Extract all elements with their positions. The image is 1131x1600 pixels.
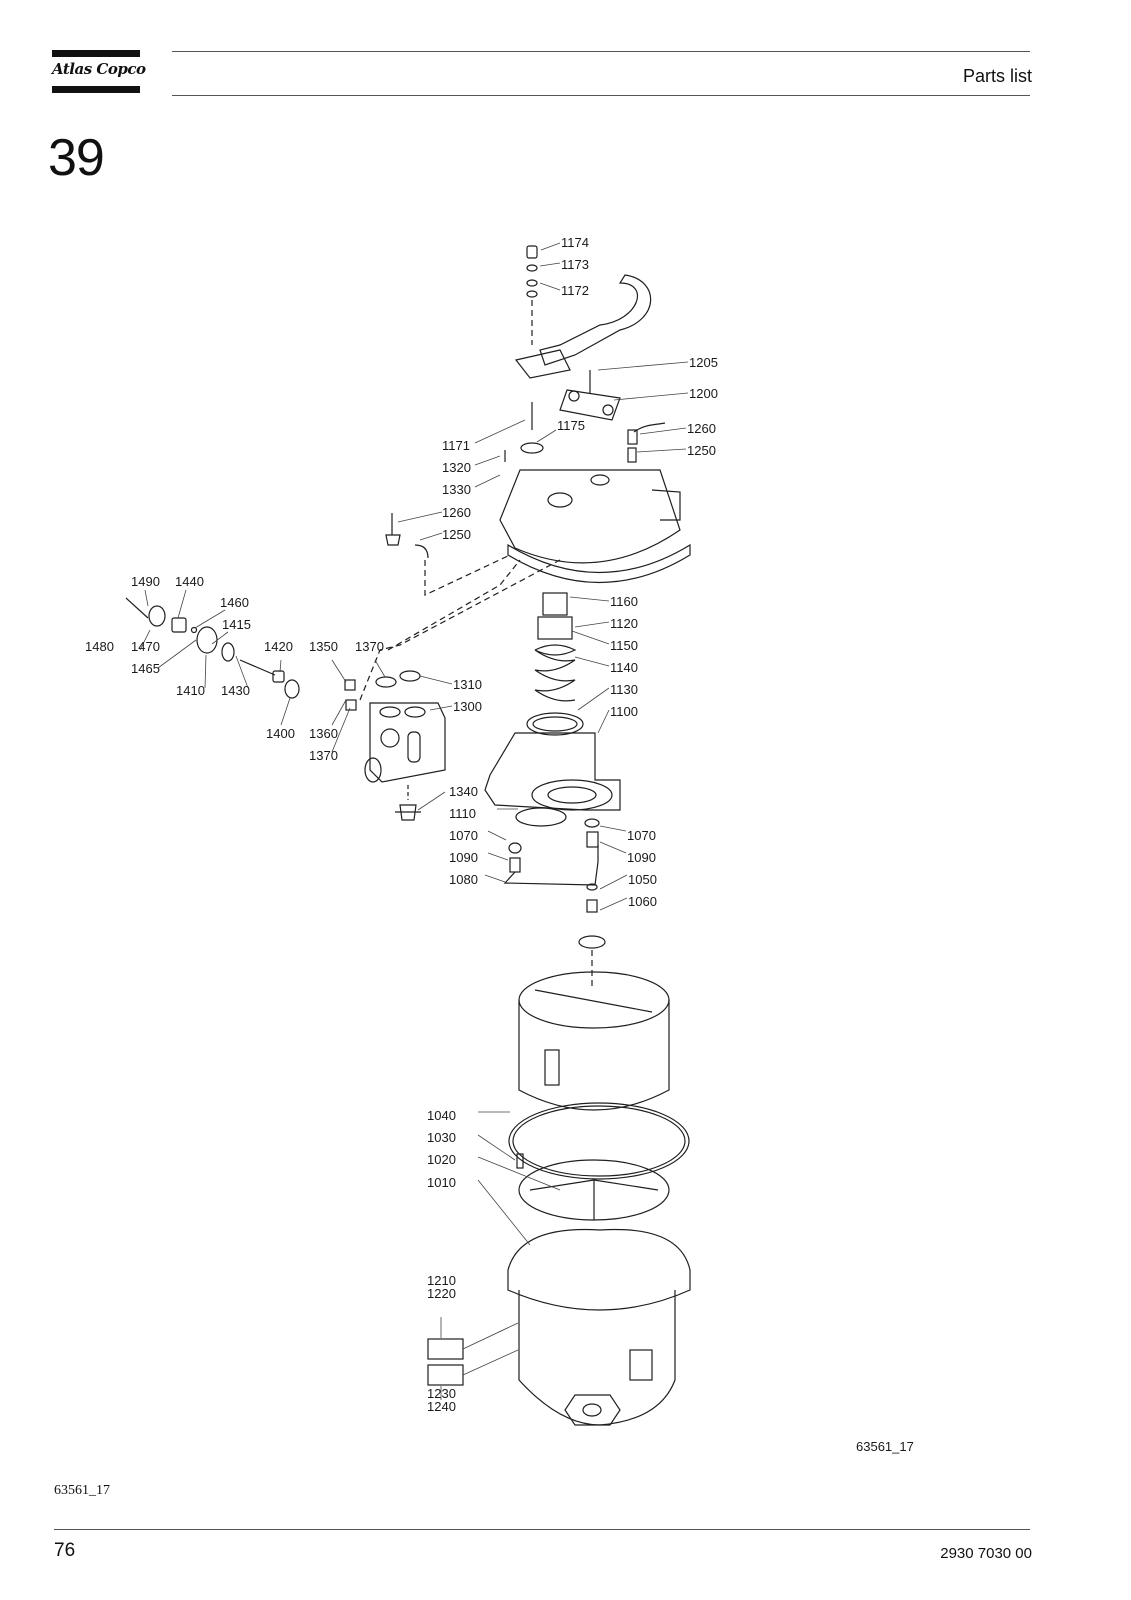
callout-label: 1490: [131, 574, 160, 589]
callout-label: 1120: [610, 616, 638, 631]
callout-label: 1140: [610, 660, 638, 675]
callout-label: 1360: [309, 726, 338, 741]
callout-label: 1010: [427, 1175, 456, 1190]
callout-label: 1240: [427, 1399, 456, 1414]
logo-bar-top: [52, 50, 140, 57]
callout-label: 1460: [220, 595, 249, 610]
callout-label: 1160: [610, 594, 638, 609]
document-number: 2930 7030 00: [940, 1545, 1032, 1562]
section-number: 39: [48, 129, 105, 187]
figure-caption: 63561_17: [54, 1483, 110, 1498]
callout-label: 1430: [221, 683, 250, 698]
callout-label: 1110: [449, 806, 476, 821]
callout-label: 1205: [689, 355, 718, 370]
callout-label: 1060: [628, 894, 657, 909]
callout-label: 1440: [175, 574, 204, 589]
callout-label: 1330: [442, 482, 471, 497]
header-rule-bottom: [172, 95, 1030, 96]
callout-label: 1260: [687, 421, 716, 436]
callout-label: 1410: [176, 683, 205, 698]
drawing-artwork: [125, 245, 691, 1426]
callout-label: 1340: [449, 784, 478, 799]
callout-label: 1030: [427, 1130, 456, 1145]
callout-label: 1171: [442, 438, 470, 453]
footer-rule: [54, 1529, 1030, 1530]
brand-name: Atlas Copco: [52, 60, 146, 78]
page-number: 76: [54, 1540, 76, 1561]
callout-label: 1320: [442, 460, 471, 475]
callout-label: 1150: [610, 638, 638, 653]
callout-label: 1040: [427, 1108, 456, 1123]
callout-label: 1090: [627, 850, 656, 865]
callout-label: 1100: [610, 704, 638, 719]
atlas-copco-logo: Atlas Copco: [52, 50, 146, 94]
callout-label: 1070: [627, 828, 656, 843]
callout-label: 1480: [85, 639, 114, 654]
callout-label: 1090: [449, 850, 478, 865]
callout-label: 1370: [309, 748, 338, 763]
callout-label: 1173: [561, 257, 589, 272]
callout-label: 1220: [427, 1286, 456, 1301]
callout-label: 1050: [628, 872, 657, 887]
callout-label: 1400: [266, 726, 295, 741]
callout-label: 1250: [442, 527, 471, 542]
callout-label: 1020: [427, 1152, 456, 1167]
callout-label: 1200: [689, 386, 718, 401]
callout-label: 1415: [222, 617, 251, 632]
callout-label: 1080: [449, 872, 478, 887]
callout-label: 1174: [561, 235, 589, 250]
callout-leaders: [139, 242, 689, 1400]
callout-label: 1070: [449, 828, 478, 843]
callout-label: 1210: [427, 1273, 456, 1288]
callout-label: 1300: [453, 699, 482, 714]
header-rule-top: [172, 51, 1030, 52]
callout-label: 1230: [427, 1386, 456, 1401]
callout-label: 1470: [131, 639, 160, 654]
callout-label: 1420: [264, 639, 293, 654]
callout-label: 1175: [557, 418, 585, 433]
callout-label: 1350: [309, 639, 338, 654]
callout-label: 1310: [453, 677, 482, 692]
section-title: Parts list: [962, 66, 1032, 86]
callout-label: 1172: [561, 283, 589, 298]
callout-label: 1465: [131, 661, 160, 676]
drawing-reference: 63561_17: [856, 1439, 914, 1454]
part-callouts: 1174 1173 1172 1205 1200 1175 1171 1260 …: [85, 235, 914, 1454]
callout-label: 1250: [687, 443, 716, 458]
callout-label: 1130: [610, 682, 638, 697]
logo-bar-bottom: [52, 86, 140, 93]
callout-label: 1260: [442, 505, 471, 520]
callout-label: 1370: [355, 639, 384, 654]
